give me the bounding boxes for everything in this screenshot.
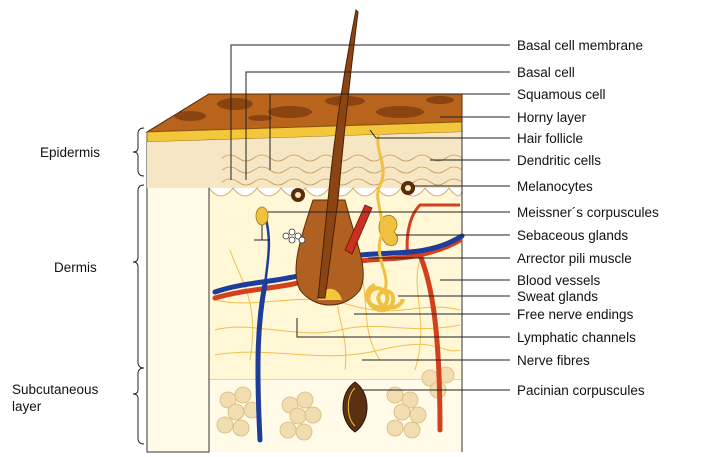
label-melanocytes: Melanocytes [517,179,593,194]
label-sebaceous-glands: Sebaceous glands [517,228,628,243]
label-nerve-fibres: Nerve fibres [517,353,590,368]
label-hair-follicle: Hair follicle [517,131,583,146]
label-horny-layer: Horny layer [517,110,587,125]
brace-subcutaneous [133,368,144,444]
brace-dermis [133,185,144,368]
label-subcutaneous-line2: layer [12,399,42,414]
label-blood-vessels: Blood vessels [517,273,601,288]
melanocyte-cell-right [401,181,415,195]
label-basal-cell: Basal cell [517,65,575,80]
label-sweat-glands: Sweat glands [517,289,598,304]
label-basal-cell-membrane: Basal cell membrane [517,38,643,53]
label-arrector-pili-muscle: Arrector pili muscle [517,251,632,266]
meissner-corpuscle [256,207,268,225]
label-subcutaneous-line1: Subcutaneous [12,382,99,397]
label-meissners-corpuscules: Meissner´s corpuscules [517,205,659,220]
label-epidermis: Epidermis [40,145,100,160]
label-squamous-cell: Squamous cell [517,87,606,102]
melanocyte-cell-left [291,188,305,202]
label-lymphatic-channels: Lymphatic channels [517,330,636,345]
layer-braces [133,128,144,444]
label-free-nerve-endings: Free nerve endings [517,307,634,322]
label-dendritic-cells: Dendritic cells [517,153,601,168]
label-pacinian-corpuscules: Pacinian corpuscules [517,383,645,398]
brace-epidermis [133,128,144,176]
structure-labels: Basal cell membrane Basal cell Squamous … [517,38,659,398]
label-dermis: Dermis [54,260,97,275]
layer-labels: Epidermis Dermis Subcutaneous layer [12,145,100,414]
